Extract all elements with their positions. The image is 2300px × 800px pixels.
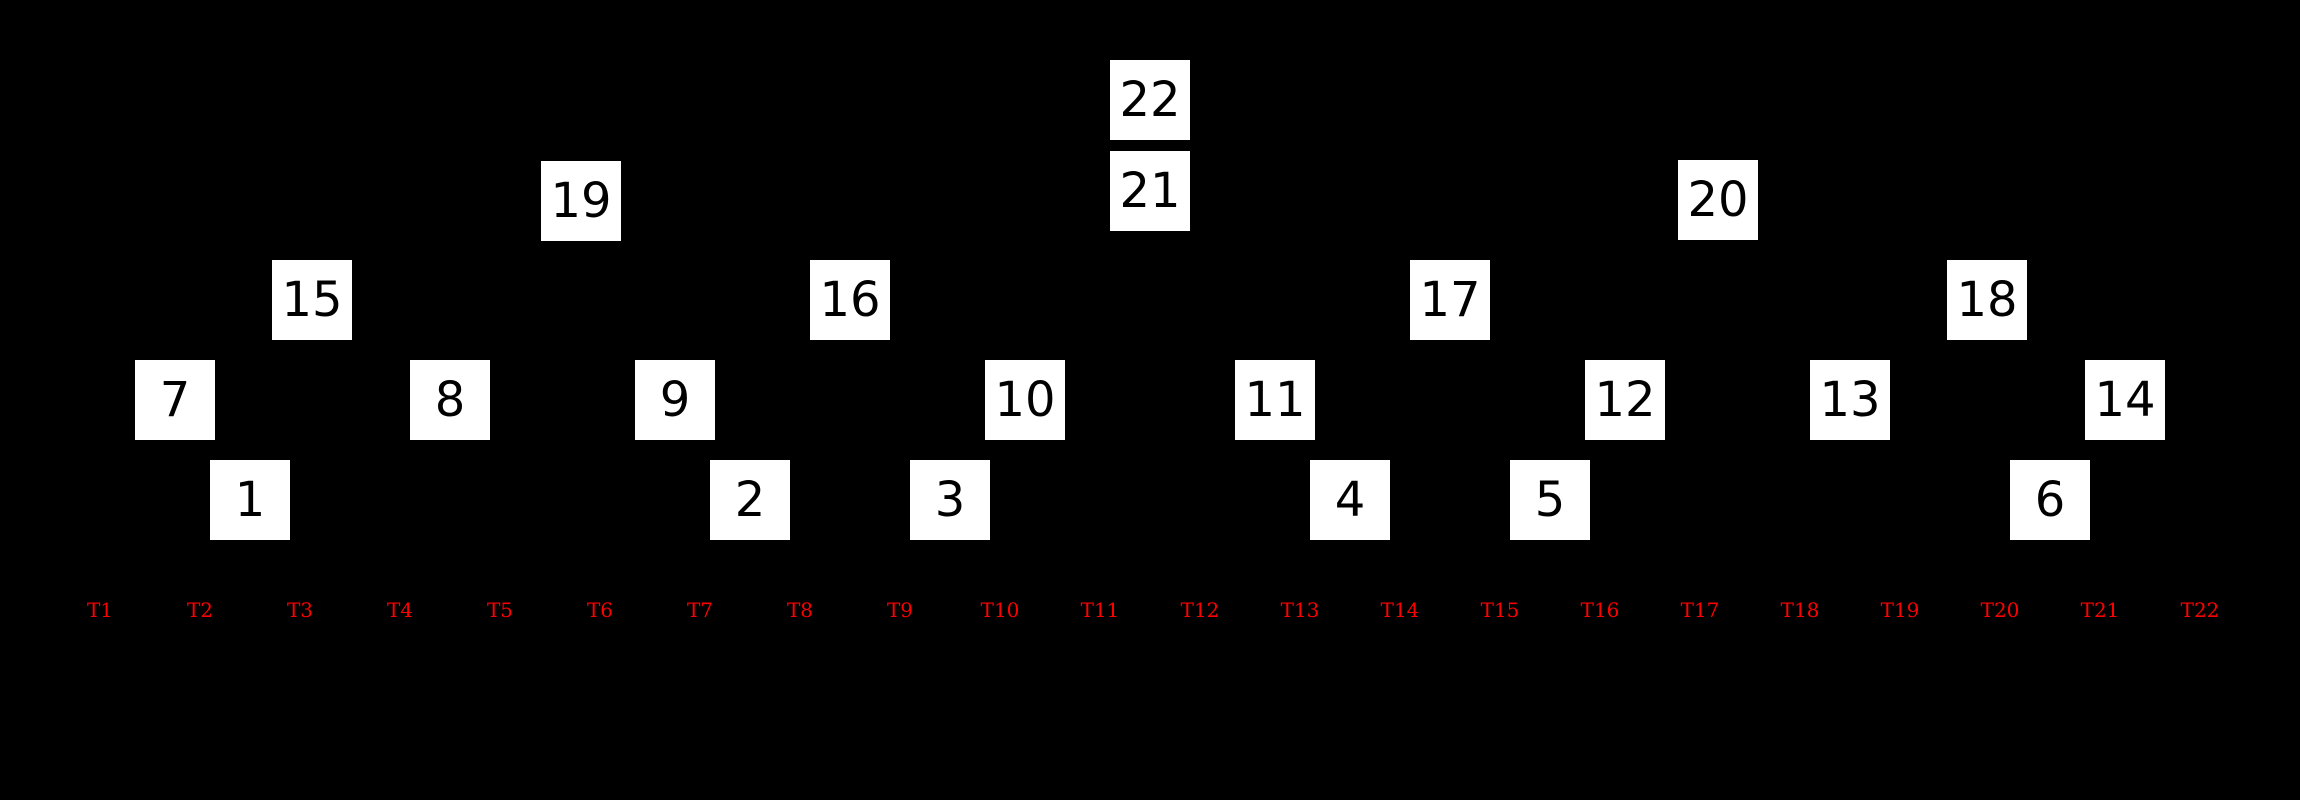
team-label: T10 [980,598,1020,622]
match-node: 21 [1110,151,1190,231]
team-label: T3 [286,598,314,622]
team-label: T16 [1580,598,1620,622]
match-node: 1 [210,460,290,540]
team-label: T20 [1980,598,2020,622]
match-node: 18 [1947,260,2027,340]
match-node: 4 [1310,460,1390,540]
team-label: T9 [886,598,914,622]
match-node: 3 [910,460,990,540]
team-label: T6 [586,598,614,622]
match-node: 20 [1678,160,1758,240]
match-node: 11 [1235,360,1315,440]
match-node: 10 [985,360,1065,440]
team-label: T12 [1180,598,1220,622]
match-node: 8 [410,360,490,440]
match-node: 14 [2085,360,2165,440]
team-label: T15 [1480,598,1520,622]
match-node: 13 [1810,360,1890,440]
match-node: 9 [635,360,715,440]
match-node: 22 [1110,60,1190,140]
team-label: T2 [186,598,214,622]
team-label: T5 [486,598,514,622]
team-label: T13 [1280,598,1320,622]
team-label: T11 [1080,598,1120,622]
match-node: 15 [272,260,352,340]
team-label: T21 [2080,598,2120,622]
match-node: 2 [710,460,790,540]
match-node: 5 [1510,460,1590,540]
match-node: 19 [541,161,621,241]
team-label: T4 [386,598,414,622]
match-node: 12 [1585,360,1665,440]
team-label: T22 [2180,598,2220,622]
match-node: 6 [2010,460,2090,540]
team-label: T18 [1780,598,1820,622]
team-label: T1 [86,598,114,622]
match-node: 17 [1410,260,1490,340]
match-node: 16 [810,260,890,340]
team-label: T7 [686,598,714,622]
team-label: T14 [1380,598,1420,622]
match-node: 7 [135,360,215,440]
team-label: T19 [1880,598,1920,622]
team-label: T8 [786,598,814,622]
team-label: T17 [1680,598,1720,622]
